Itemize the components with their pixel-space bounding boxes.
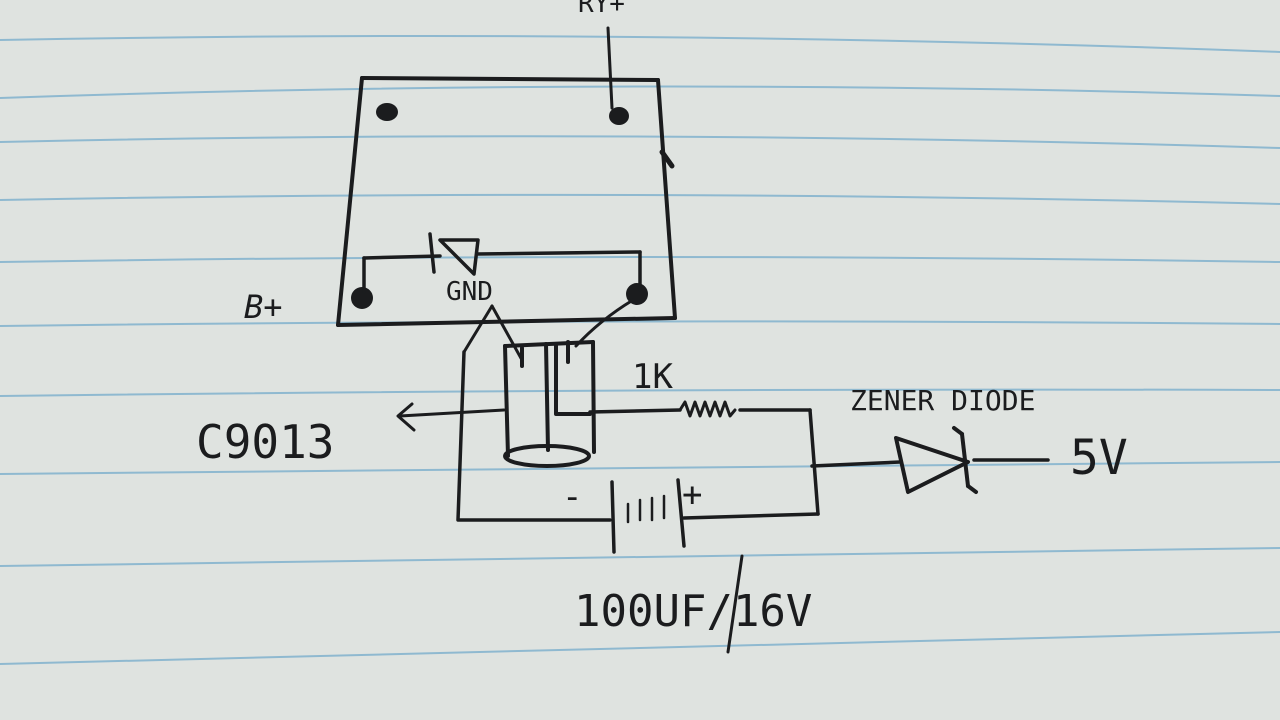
resistor-1k	[678, 400, 737, 418]
gnd-label: GND	[446, 277, 493, 307]
capacitor-100uf	[610, 478, 686, 554]
pin-dot	[609, 107, 629, 125]
relay-outline	[336, 76, 677, 327]
output-voltage-label: 5V	[1070, 430, 1128, 486]
capacitor-rating-label: 100UF/16V	[574, 586, 812, 637]
zener-diode	[894, 426, 978, 494]
pin-dot	[351, 287, 373, 309]
capacitor-minus-label: -	[562, 477, 582, 517]
top-lead	[606, 26, 614, 110]
b-plus-label: B+	[244, 288, 283, 326]
resistor-label: 1K	[632, 357, 673, 397]
transistor-label: C9013	[196, 415, 334, 469]
flyback-diode	[362, 232, 642, 294]
capacitor-plus-label: +	[682, 475, 702, 515]
circuit-wires	[456, 350, 1050, 522]
transistor-pointer-arrow	[396, 402, 506, 432]
zener-label: ZENER DIODE	[850, 384, 1035, 417]
pin-dot	[376, 103, 398, 121]
ruled-lines	[0, 35, 1280, 665]
gnd-leads	[462, 298, 635, 362]
top-label: RY+	[578, 0, 625, 19]
rating-slash	[726, 554, 744, 654]
